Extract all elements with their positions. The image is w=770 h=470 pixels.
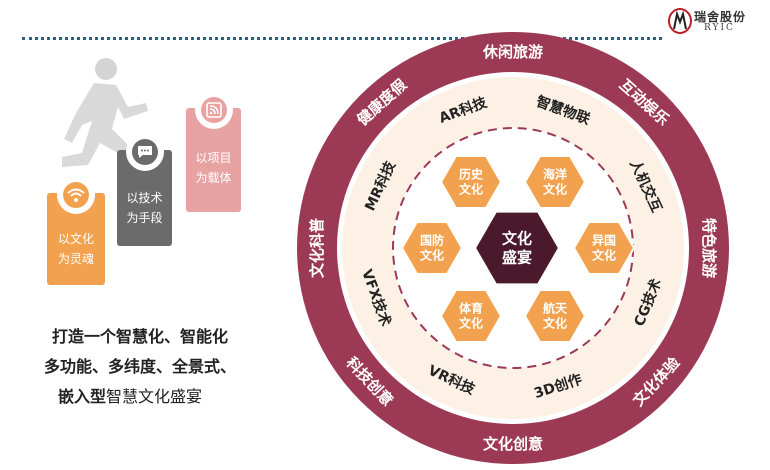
slogan-line2: 多功能、多纬度、全景式、 [44,357,237,376]
center-hexagon-line1: 文化 [502,230,532,248]
slogan-line3-bold: 嵌入型 [58,387,107,406]
logo-text-en: RYIC [704,23,735,33]
slogan-line1: 打造一个智慧化、智能化 [52,327,229,346]
card-line1: 以项目 [195,151,232,165]
culture-hexagon [523,289,587,343]
culture-hexagon-line1: 历史 [459,167,484,182]
center-hexagon-line2: 盛宴 [502,248,532,266]
card-line2: 为载体 [195,171,232,185]
outer-ring-label: 休闲旅游 [482,43,543,61]
card-line1: 以技术 [126,191,163,205]
logo-text-cn: 瑞舍股份 [694,10,747,24]
card-line2: 为手段 [126,211,163,225]
culture-hexagon [439,289,503,343]
culture-hexagon-line2: 文化 [420,247,444,262]
rss-icon [205,102,222,118]
culture-hexagon-line2: 文化 [543,315,567,330]
culture-hexagon [400,221,464,275]
slogan: 打造一个智慧化、智能化 多功能、多纬度、全景式、 嵌入型智慧文化盛宴 [44,322,236,412]
culture-hexagon-line1: 海洋 [543,167,567,182]
culture-hexagon [572,221,636,275]
logo-mark-icon [668,8,692,34]
culture-hexagon-line2: 文化 [459,315,483,330]
culture-hexagon-line1: 体育 [459,301,483,316]
culture-hexagon [439,155,503,209]
slogan-line3-rest: 智慧文化盛宴 [106,387,203,406]
card-culture: 以文化 为灵魂 [47,176,105,285]
culture-hexagon-line2: 文化 [592,247,616,262]
company-logo: 瑞舍股份 RYIC [668,6,764,40]
culture-hexagon-line2: 文化 [459,181,483,196]
culture-hexagon [523,155,587,209]
outer-ring-label: 文化创意 [483,435,543,453]
outer-ring-label: 特色旅游 [700,218,718,278]
culture-hexagon-line1: 异国 [592,234,616,248]
culture-hexagon-line1: 航天 [543,301,568,316]
center-hexagon [473,210,561,286]
card-line1: 以文化 [57,232,94,246]
card-line2: 为灵魂 [57,252,94,266]
card-project: 以项目 为载体 [186,91,241,212]
culture-hexagon-line1: 国防 [420,233,444,248]
card-technology: 以技术 为手段 [117,133,172,246]
outer-ring-label: 文化科普 [308,218,326,278]
culture-hexagon-line2: 文化 [543,181,567,196]
wifi-icon [67,188,85,202]
chat-icon [137,146,152,158]
header-divider [22,37,662,40]
